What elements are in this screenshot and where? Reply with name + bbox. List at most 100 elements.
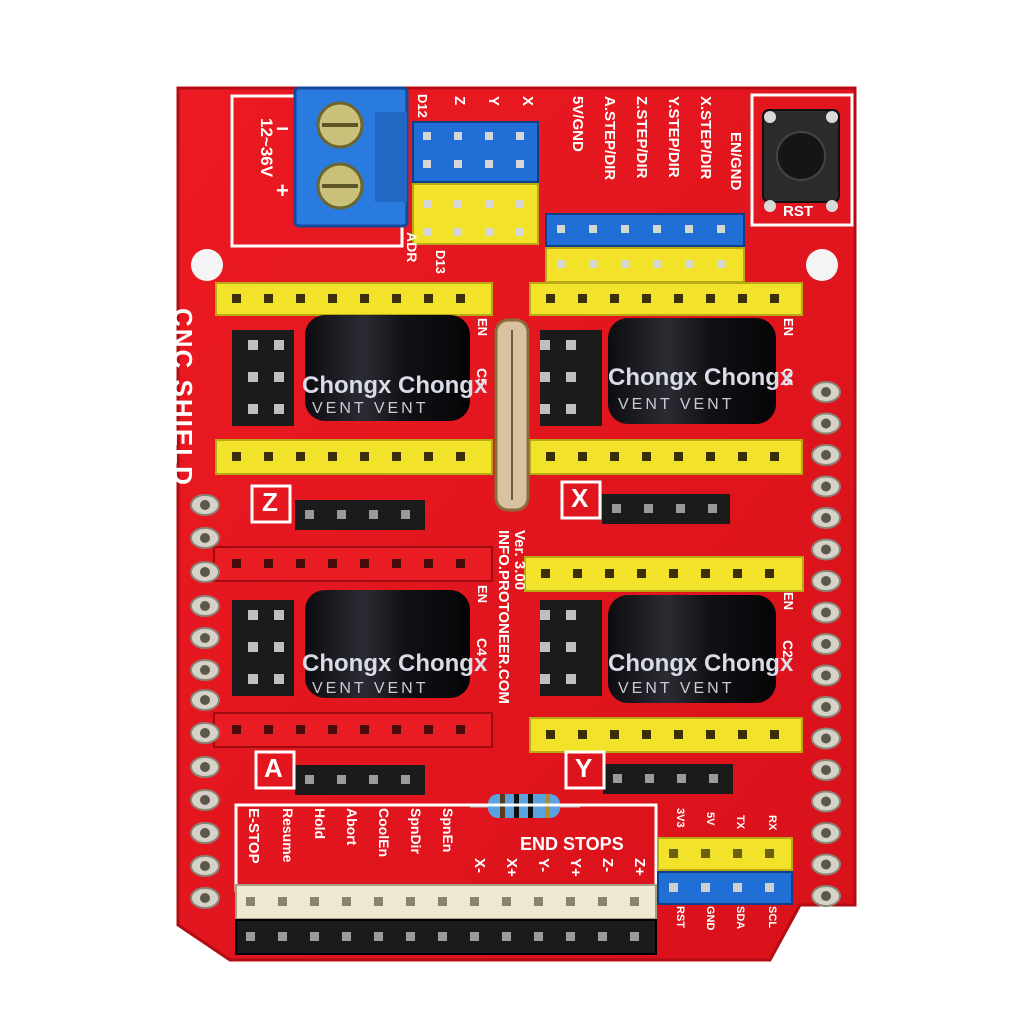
- header-pin: [630, 897, 639, 906]
- mounting-hole: [191, 249, 223, 281]
- driver-z-microstep-jumpers: [232, 330, 294, 426]
- i2c-top-3v3: 3V3: [674, 808, 686, 828]
- socket-pin: [392, 294, 401, 303]
- header-pin: [733, 849, 742, 858]
- signal-label-x-step-dir: X.STEP/DIR: [697, 96, 714, 180]
- header-pin: [645, 774, 654, 783]
- arduino-right-pins: [811, 381, 841, 907]
- edge-pin-hole: [821, 891, 831, 901]
- jumper-pin: [454, 200, 462, 208]
- signal-label-y-step-dir: Y.STEP/DIR: [665, 96, 682, 178]
- socket-pin: [701, 569, 710, 578]
- jumper-pin: [540, 674, 550, 684]
- socket-pin: [738, 730, 747, 739]
- socket-pin: [360, 294, 369, 303]
- header-pin: [278, 932, 287, 941]
- driver-y-socket-top: [524, 556, 804, 592]
- header-pin: [589, 225, 597, 233]
- end-stops-title: END STOPS: [520, 834, 624, 854]
- socket-pin: [360, 452, 369, 461]
- signal-label-a-step-dir: A.STEP/DIR: [601, 96, 618, 181]
- socket-pin: [296, 452, 305, 461]
- edge-pin-hole: [200, 762, 210, 772]
- power-voltage-label: 12~36V: [257, 118, 276, 178]
- edge-pin-hole: [200, 893, 210, 903]
- edge-pin-hole: [200, 601, 210, 611]
- edge-pin-hole: [821, 418, 831, 429]
- axis-z-box: [250, 484, 292, 524]
- header-pin: [765, 883, 774, 892]
- signal-header-yellow: [545, 247, 745, 283]
- jumper-pin: [274, 642, 284, 652]
- header-pin: [342, 932, 351, 941]
- header-pin: [653, 260, 661, 268]
- edge-pin-hole: [821, 481, 831, 492]
- header-pin: [709, 774, 718, 783]
- board-version: Ver. 3.00: [511, 530, 528, 591]
- driver-x-socket-bottom: [529, 439, 803, 475]
- edge-pin-hole: [821, 544, 831, 555]
- edge-pin-hole: [200, 533, 210, 543]
- edge-pin-hole: [821, 733, 831, 744]
- socket-pin: [733, 569, 742, 578]
- header-pin: [246, 932, 255, 941]
- driver-z-en-label: EN: [475, 318, 490, 337]
- header-pin: [438, 932, 447, 941]
- edge-pin-hole: [821, 828, 831, 838]
- top-col-y: Y: [485, 96, 502, 107]
- socket-pin: [264, 294, 273, 303]
- label-spnen: SpnEn: [440, 808, 456, 853]
- axis-a-box: [254, 750, 296, 790]
- header-pin: [470, 932, 479, 941]
- cap-c4-brand: Chongx Chongx: [302, 650, 488, 677]
- header-pin: [701, 849, 710, 858]
- i2c-bottom-gnd: GND: [704, 906, 716, 931]
- edge-pin-hole: [200, 828, 210, 838]
- driver-y-en-label: EN: [781, 592, 796, 611]
- header-pin: [406, 932, 415, 941]
- reset-button[interactable]: [750, 93, 854, 227]
- header-pin: [278, 897, 287, 906]
- jumper-pin: [248, 404, 258, 414]
- socket-pin: [738, 294, 747, 303]
- header-pin: [246, 897, 255, 906]
- header-pin: [337, 775, 346, 784]
- socket-pin: [765, 569, 774, 578]
- jumper-pin: [248, 372, 258, 382]
- socket-pin: [706, 294, 715, 303]
- socket-pin: [546, 730, 555, 739]
- label-abort: Abort: [344, 808, 360, 846]
- driver-y-socket-bottom: [529, 717, 803, 753]
- header-pin: [653, 225, 661, 233]
- edge-pin-hole: [821, 765, 831, 775]
- jumper-pin: [274, 372, 284, 382]
- i2c-header-blue: [657, 871, 793, 905]
- i2c-bottom-sda: SDA: [734, 906, 746, 930]
- signal-label-5v-gnd: 5V/GND: [569, 96, 586, 152]
- header-pin: [708, 504, 717, 513]
- top-d13-label: D13: [433, 250, 448, 274]
- axis-x-label: X: [571, 483, 589, 513]
- power-screw-terminal: [293, 86, 409, 228]
- jumper-pin: [540, 404, 550, 414]
- jumper-pin: [248, 610, 258, 620]
- socket-pin: [706, 452, 715, 461]
- header-pin: [374, 932, 383, 941]
- cap-c5-vent: VENT VENT: [312, 400, 429, 417]
- header-pin: [401, 510, 410, 519]
- top-adr-label: ADR: [404, 232, 420, 263]
- jumper-pin: [566, 340, 576, 350]
- header-pin: [305, 775, 314, 784]
- jumper-pin: [423, 160, 431, 168]
- jumper-pin: [540, 340, 550, 350]
- header-pin: [613, 774, 622, 783]
- header-pin: [374, 897, 383, 906]
- header-pin: [612, 504, 621, 513]
- end-stop-y-minus: Y-: [535, 858, 552, 873]
- cap-c6-vent: VENT VENT: [618, 396, 735, 413]
- jumper-pin: [485, 132, 493, 140]
- socket-pin: [610, 294, 619, 303]
- header-pins: [232, 132, 779, 941]
- socket-pin: [578, 730, 587, 739]
- socket-pin: [706, 730, 715, 739]
